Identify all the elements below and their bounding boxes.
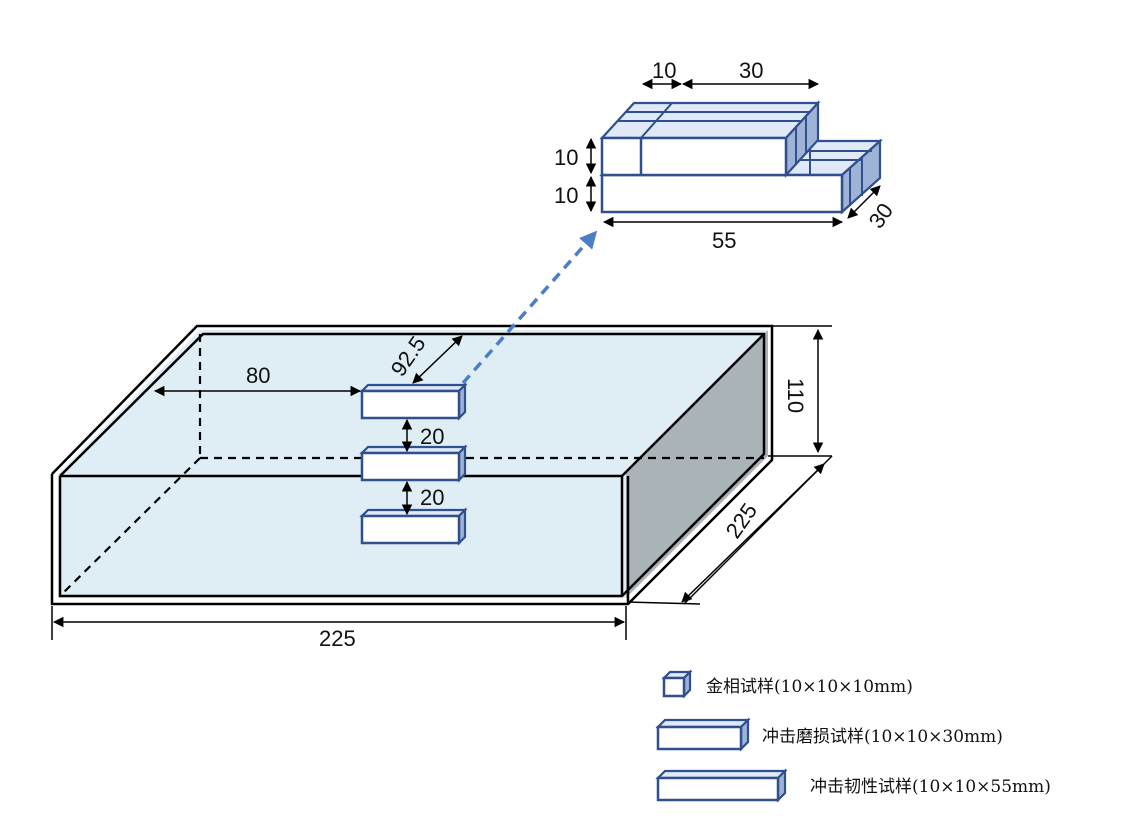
spacing-2-label: 20 [420, 485, 444, 510]
legend-label-metallographic: 金相试样(10×10×10mm) [706, 677, 913, 697]
detail-height-lower-label: 10 [554, 183, 578, 208]
detail-length-label: 30 [739, 58, 763, 83]
detail-depth-label: 30 [864, 198, 899, 232]
block-specimen-bottom [359, 507, 468, 546]
detail-total-length-label: 55 [712, 228, 736, 253]
legend-label-impact-wear: 冲击磨损试样(10×10×30mm) [762, 727, 1003, 747]
spacing-1-label: 20 [420, 424, 444, 449]
offset-x-label: 80 [246, 363, 270, 388]
legend-label-impact-toughness: 冲击韧性试样(10×10×55mm) [810, 777, 1051, 797]
block-height-label: 110 [783, 378, 808, 413]
legend-cube-icon [661, 669, 693, 699]
legend: 金相试样(10×10×10mm) 冲击磨损试样(10×10×30mm) 冲击韧性… [655, 669, 1051, 803]
specimen-detail [599, 100, 883, 215]
detail-width-label: 10 [652, 58, 676, 83]
block-specimen-top [359, 382, 468, 421]
legend-short-bar-icon [655, 717, 751, 752]
legend-long-bar-icon [655, 768, 788, 803]
block-length-label: 225 [319, 626, 356, 651]
block-front-face [58, 474, 626, 598]
detail-height-upper-label: 10 [554, 145, 578, 170]
cast-block [50, 324, 774, 606]
block-specimen-middle [359, 444, 468, 483]
